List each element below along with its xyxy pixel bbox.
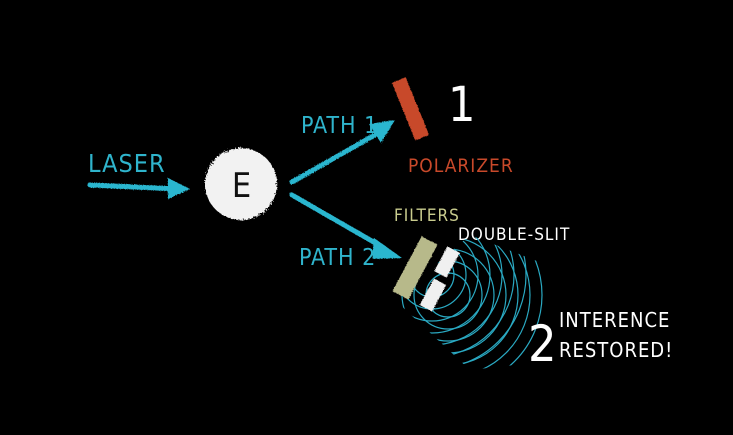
laser-arrow	[87, 178, 190, 199]
path2-label: PATH 2	[299, 245, 376, 271]
outcome2-line2: RESTORED!	[559, 338, 673, 362]
outcome2-number: 2	[528, 315, 558, 373]
path1-label: PATH 1	[301, 113, 378, 139]
polarizer: POLARIZER	[391, 77, 514, 177]
outcome2-line1: INTERENCE	[559, 308, 670, 332]
path1-arrow	[289, 120, 395, 185]
outcome1-number: 1	[448, 77, 476, 133]
emitter-label: E	[232, 166, 252, 206]
double-slit	[419, 246, 460, 312]
double-slit-label: DOUBLE-SLIT	[458, 225, 570, 245]
filters-label: FILTERS	[394, 206, 460, 226]
polarizer-label: POLARIZER	[408, 155, 514, 177]
path2-arrow	[289, 192, 402, 259]
laser-label: LASER	[88, 149, 166, 178]
filter-bar	[392, 236, 438, 300]
slit-top	[434, 246, 460, 278]
emitter: E	[205, 148, 277, 220]
emitter-disc	[205, 148, 277, 220]
slit-bottom	[419, 278, 447, 312]
polarizer-bar	[391, 77, 430, 141]
